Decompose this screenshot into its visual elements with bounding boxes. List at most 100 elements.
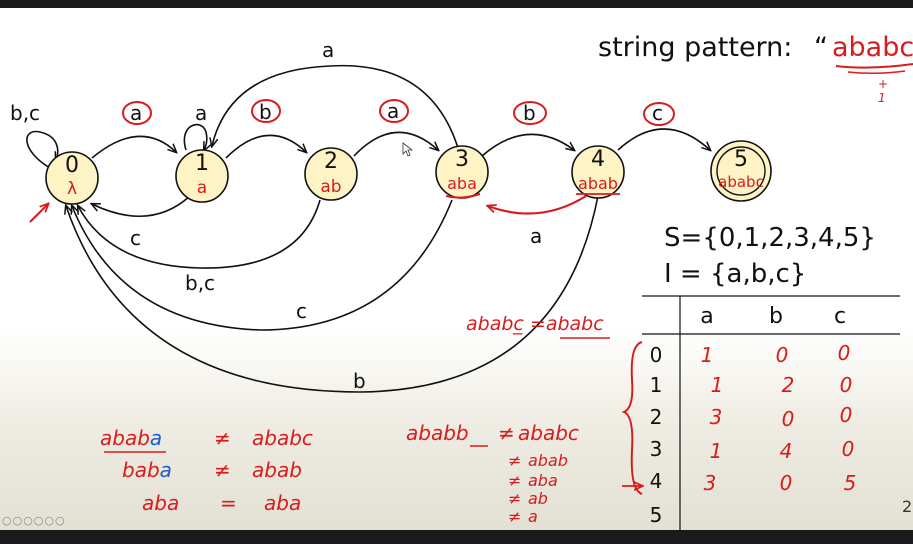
note-right-4-rhs: a — [528, 507, 538, 526]
row-0-state: 0 — [650, 343, 663, 367]
state-1-id: 1 — [195, 151, 209, 176]
state-3-sub: aba — [447, 174, 477, 193]
pattern-note-plus: + — [878, 77, 888, 91]
page-number: 2 — [902, 497, 912, 516]
edge-4-5 — [617, 128, 710, 150]
bottom-bar — [0, 530, 913, 544]
note-left-2-lhs: aba — [142, 491, 179, 515]
note-right-0-rhs: ababc — [518, 421, 579, 445]
video-overlay-fade — [0, 330, 913, 530]
note-right-0-op: ≠ — [498, 421, 515, 445]
label-e43: a — [530, 224, 542, 248]
label-e12: b — [259, 100, 272, 124]
set-S: S={0,1,2,3,4,5} — [664, 223, 876, 253]
note-left-2-op: = — [220, 491, 237, 515]
edge-self-1 — [183, 123, 206, 150]
note-left-1: baba — [122, 458, 172, 482]
state-2-id: 2 — [324, 149, 338, 174]
state-0-id: 0 — [65, 153, 79, 178]
edge-4-3 — [488, 195, 587, 215]
row-5-state: 5 — [650, 503, 663, 527]
notes-right: ababb ≠ ababc ≠ abab ≠ aba ≠ ab ≠ a — [406, 421, 579, 526]
row-3-b: 4 — [780, 439, 793, 463]
start-arrow — [29, 204, 48, 223]
note-right-3-rhs: ab — [528, 489, 548, 508]
row-3-state: 3 — [650, 437, 663, 461]
edge-4-0 — [66, 195, 599, 393]
state-1-sub: a — [197, 178, 207, 198]
state-4: 4 abab — [571, 145, 625, 199]
note-left-0: ababa — [100, 426, 162, 450]
state-1: 1 a — [175, 149, 229, 203]
states: 0 λ 1 a 2 ab 3 aba 4 abab 5 — [45, 140, 772, 205]
state-5-sub: ababc — [718, 173, 764, 191]
player-controls[interactable]: ○○○○○○ — [2, 514, 66, 527]
row-4-b: 0 — [780, 471, 793, 495]
table-header-b: b — [769, 304, 783, 329]
row-0-b: 0 — [776, 343, 789, 367]
note-left-1-op: ≠ — [214, 458, 231, 482]
label-e01: a — [130, 101, 142, 125]
transition-table: a b c 0 1 0 0 1 1 2 0 2 3 0 0 3 1 4 0 4 … — [621, 295, 900, 530]
note-left-0-op: ≠ — [214, 426, 231, 450]
row-0-a: 1 — [701, 343, 714, 367]
label-e20: b,c — [185, 271, 215, 295]
edge-2-3 — [353, 131, 438, 157]
row-4-c: 5 — [844, 471, 857, 495]
state-4-sub: abab — [578, 174, 618, 193]
note-left-0-rhs: ababc — [252, 426, 313, 450]
edge-1-2 — [225, 134, 306, 159]
row-1-state: 1 — [650, 373, 663, 397]
note-right-1-rhs: abab — [528, 451, 568, 470]
table-header-a: a — [700, 304, 713, 329]
circle-e01 — [122, 101, 152, 125]
edge-3-0 — [72, 199, 453, 331]
label-e10: c — [130, 226, 141, 250]
edge-labels: b,c a a b a b c a a c b,c c b — [10, 38, 675, 393]
circle-e23 — [379, 99, 409, 123]
top-bar — [0, 0, 913, 8]
state-3: 3 aba — [435, 145, 489, 199]
row-2-b: 0 — [782, 407, 795, 431]
row-1-a: 1 — [711, 373, 724, 397]
label-e34: b — [523, 101, 536, 125]
note-right-4: ≠ — [508, 507, 521, 526]
label-e23: a — [387, 99, 399, 123]
state-4-id: 4 — [591, 147, 605, 172]
edge-3-1 — [212, 64, 459, 148]
mouse-cursor-icon — [402, 142, 414, 157]
row-4-a: 3 — [704, 471, 717, 495]
label-e31: a — [322, 38, 334, 62]
state-3-id: 3 — [455, 147, 469, 172]
label-e40: b — [353, 369, 366, 393]
edge-3-4 — [481, 133, 574, 157]
state-2-sub: ab — [320, 177, 341, 197]
circle-e45 — [643, 102, 675, 126]
label-self-0: b,c — [10, 101, 40, 125]
pattern-open-quote: “ — [814, 32, 828, 63]
note-right-1: ≠ — [508, 451, 521, 470]
row-3-a: 1 — [710, 439, 723, 463]
circle-e34 — [513, 101, 547, 125]
row-3-c: 0 — [842, 437, 855, 461]
notes-left: ababa ≠ ababc baba ≠ abab aba = aba — [100, 426, 313, 515]
row-1-c: 0 — [840, 373, 853, 397]
edges — [26, 64, 710, 393]
set-I: I = {a,b,c} — [664, 259, 806, 289]
row-0-c: 0 — [838, 341, 851, 365]
label-e45: c — [652, 101, 663, 125]
note-mid: ababc̲ =ababc — [466, 313, 604, 335]
circle-e12 — [251, 99, 281, 123]
table-header-c: c — [834, 304, 846, 329]
pattern-value: ababc — [832, 32, 913, 63]
note-right-2: ≠ — [508, 471, 521, 490]
pattern-label: string pattern: — [598, 32, 792, 63]
pattern-underline-2 — [847, 70, 906, 75]
state-5-id: 5 — [734, 147, 748, 172]
edge-2-0 — [78, 199, 321, 269]
note-right-3: ≠ — [508, 489, 521, 508]
pattern-note-one: 1 — [878, 91, 886, 105]
row-2-a: 3 — [710, 405, 723, 429]
state-0: 0 λ — [45, 151, 99, 205]
